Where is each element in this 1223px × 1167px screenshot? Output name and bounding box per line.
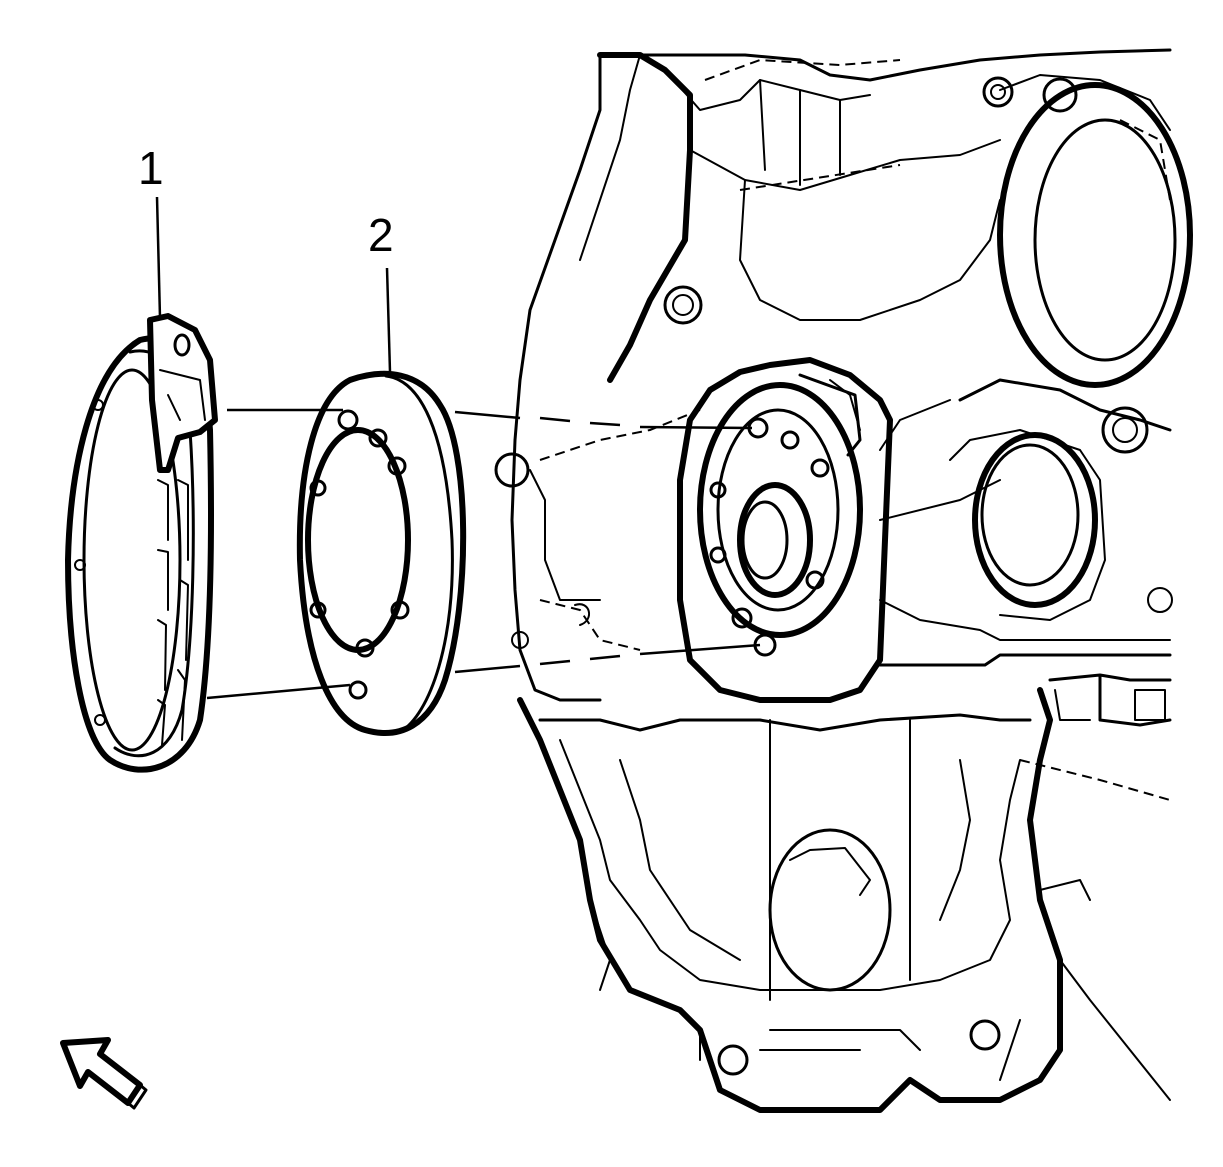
callout-item-2: 2: [368, 209, 394, 261]
leader-line-1: [155, 196, 162, 319]
engine-block: [494, 48, 1193, 1113]
part-1-reluctor-ring: [65, 313, 218, 773]
leader-line-2: [385, 267, 392, 373]
alignment-lines: [206, 408, 761, 700]
callout-item-1: 1: [138, 142, 164, 194]
part-2-ring: [296, 370, 467, 736]
arrow-icon: [60, 1037, 148, 1110]
